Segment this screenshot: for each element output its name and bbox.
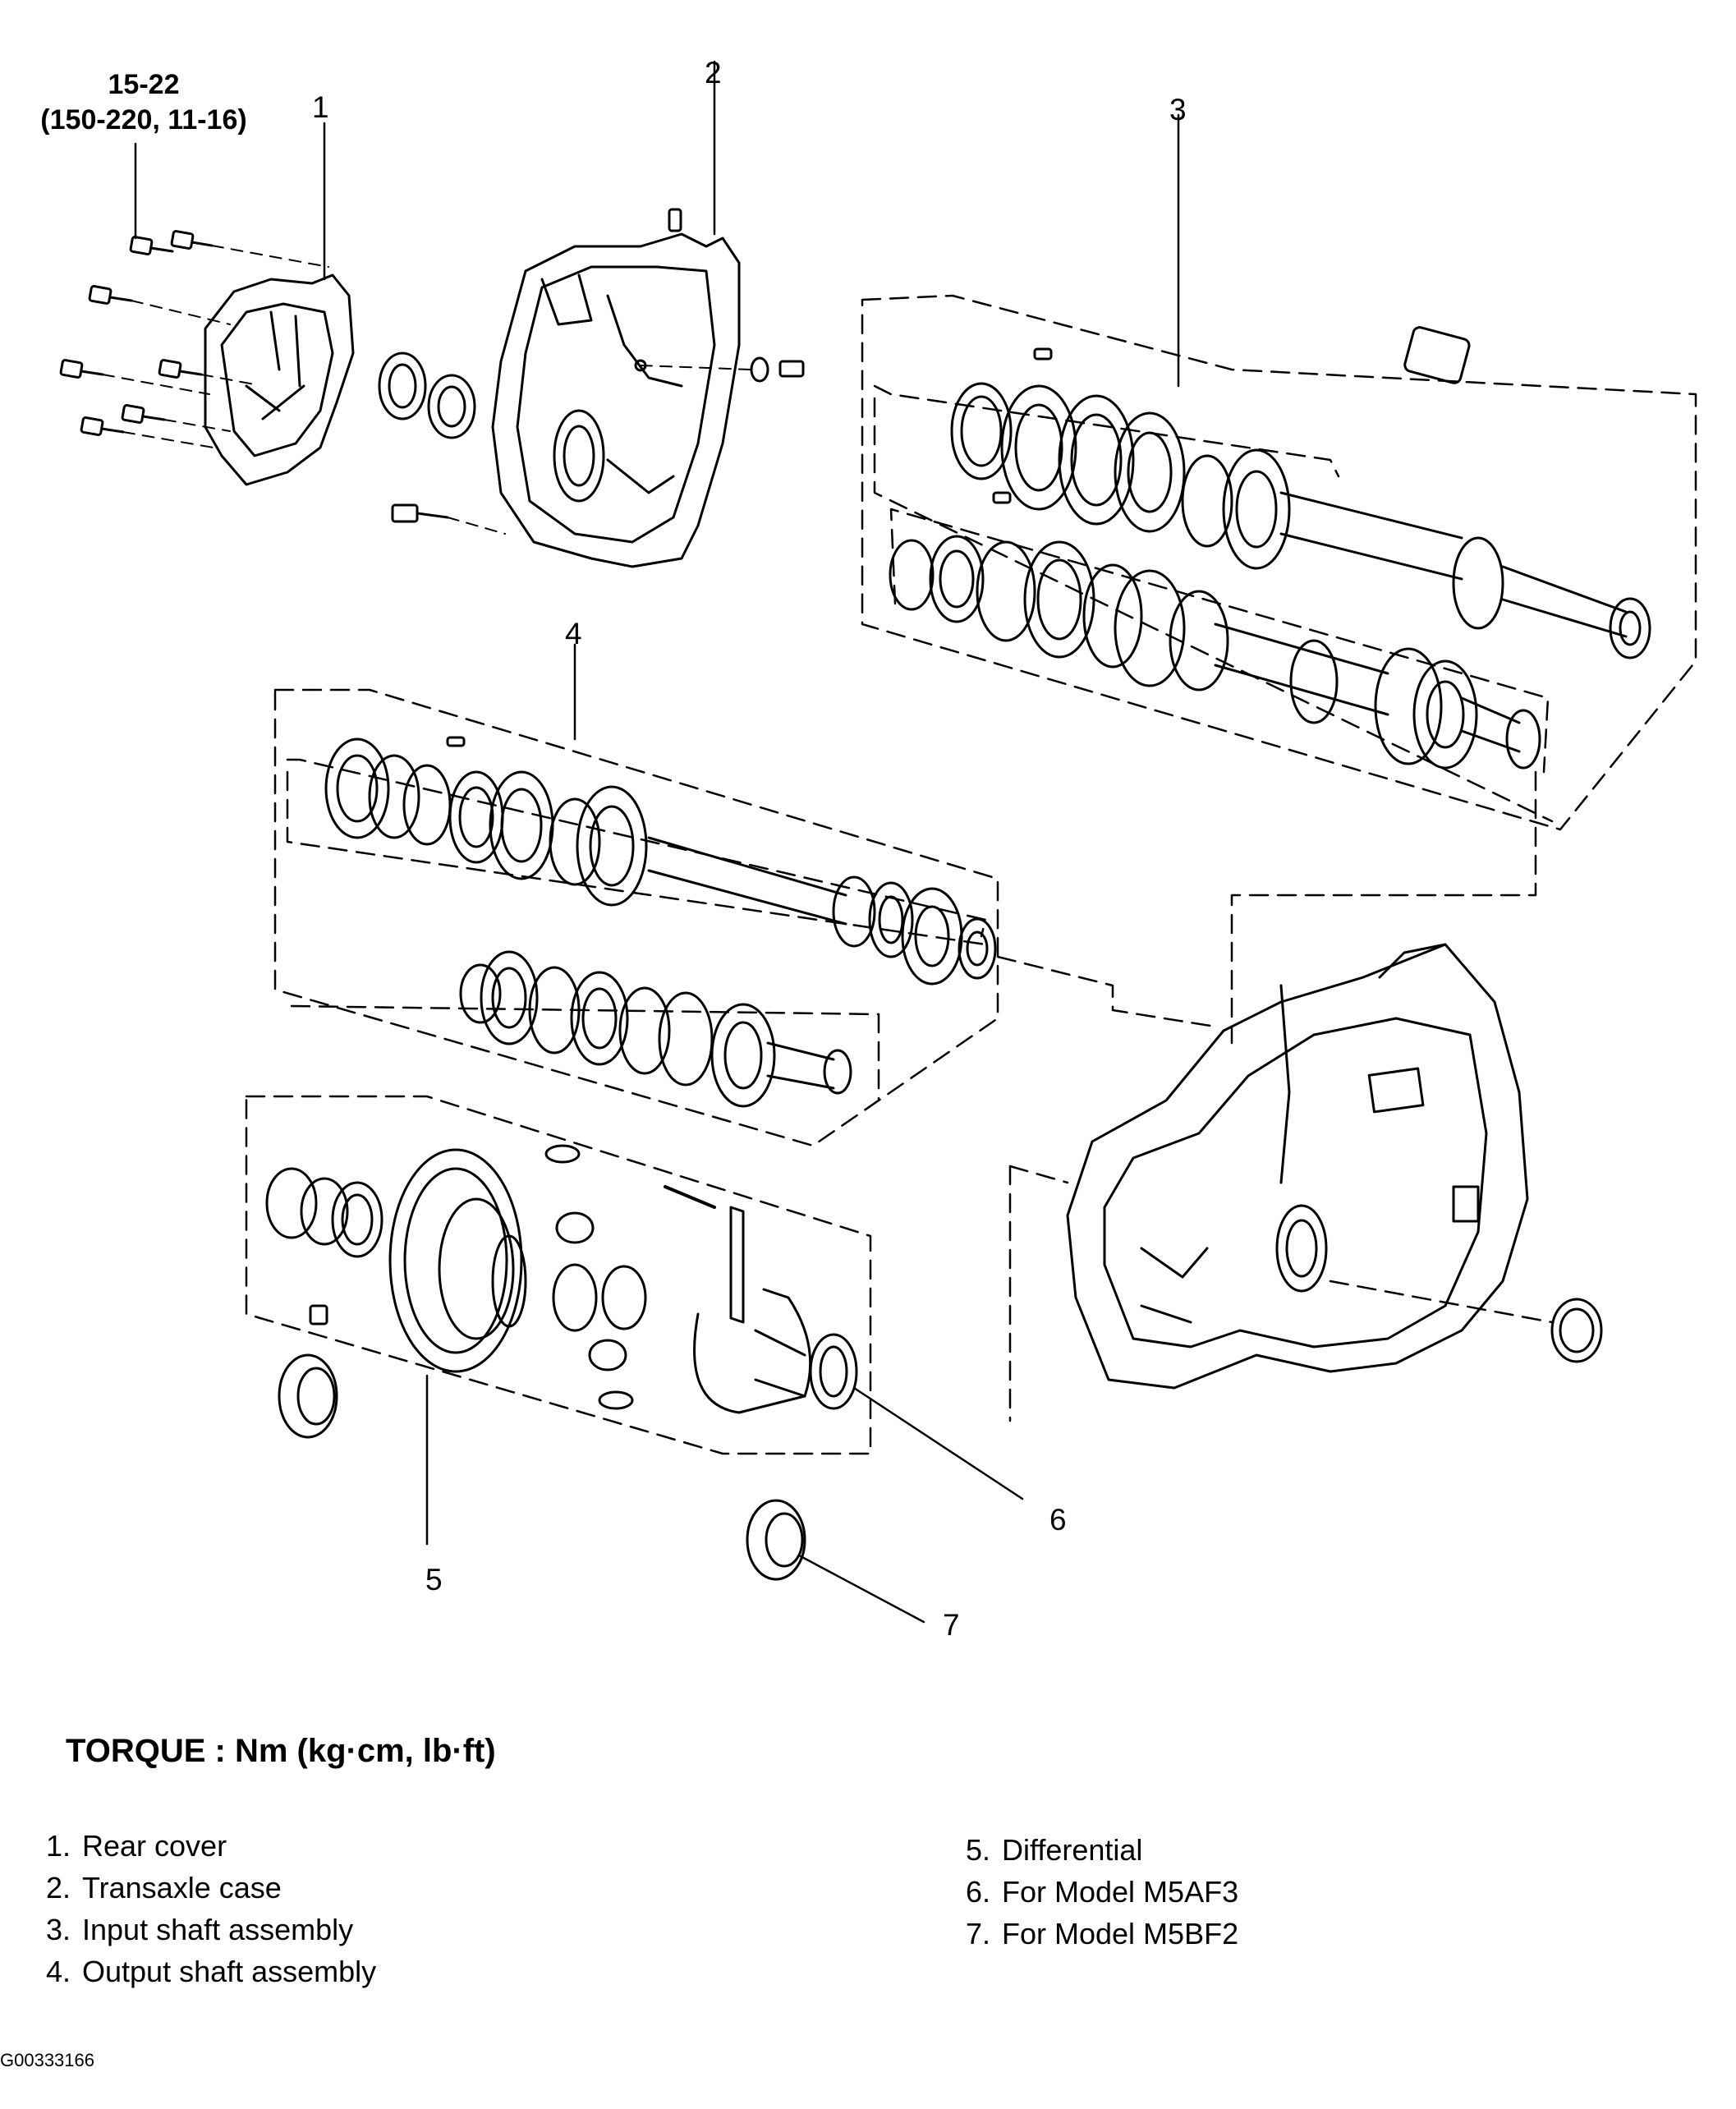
differential-assembly xyxy=(245,1095,872,1455)
legend-left: 1.Rear cover 2.Transaxle case 3.Input sh… xyxy=(25,1825,376,1992)
callout-7: 7 xyxy=(943,1608,960,1642)
legend-item: 1.Rear cover xyxy=(25,1825,376,1867)
legend-item: 4.Output shaft assembly xyxy=(25,1950,376,1992)
legend-label: For Model M5AF3 xyxy=(1002,1875,1239,1909)
callout-6: 6 xyxy=(1049,1503,1067,1537)
legend-item: 2.Transaxle case xyxy=(25,1867,376,1909)
torque-spec-label: 15-22 (150-220, 11-16) xyxy=(25,67,263,137)
legend-right: 5.Differential 6.For Model M5AF3 7.For M… xyxy=(944,1829,1238,1955)
legend-item: 5.Differential xyxy=(944,1829,1238,1871)
legend-label: Rear cover xyxy=(82,1829,227,1863)
clutch-housing-illustration xyxy=(1066,943,1603,1390)
legend-label: Output shaft assembly xyxy=(82,1955,377,1988)
callout-1: 1 xyxy=(312,90,329,124)
callout-5: 5 xyxy=(425,1563,443,1597)
legend-label: Differential xyxy=(1002,1833,1143,1867)
legend-item: 3.Input shaft assembly xyxy=(25,1909,376,1950)
torque-spec-value: 15-22 xyxy=(108,69,180,100)
exploded-transaxle-diagram xyxy=(59,60,1697,1624)
torque-units-heading: TORQUE : Nm (kg·cm, lb·ft) xyxy=(66,1733,496,1769)
bearing-m5bf2 xyxy=(746,1499,806,1581)
legend-label: For Model M5BF2 xyxy=(1002,1917,1239,1950)
torque-spec-conversion: (150-220, 11-16) xyxy=(40,103,247,136)
output-shaft-assembly xyxy=(273,688,1217,1147)
legend-label: Transaxle case xyxy=(82,1871,282,1905)
legend-item: 7.For Model M5BF2 xyxy=(944,1913,1238,1955)
input-shaft-assembly xyxy=(861,294,1697,1045)
legend-label: Input shaft assembly xyxy=(82,1913,354,1946)
rear-cover-bolts xyxy=(59,230,214,436)
bearing-m5af3 xyxy=(278,1353,338,1439)
legend-item: 6.For Model M5AF3 xyxy=(944,1871,1238,1913)
callout-4: 4 xyxy=(565,617,582,650)
callout-3: 3 xyxy=(1169,93,1187,126)
figure-id: G00333166 xyxy=(0,2050,94,2070)
callout-2: 2 xyxy=(705,56,722,90)
rear-cover-illustration xyxy=(59,230,476,486)
